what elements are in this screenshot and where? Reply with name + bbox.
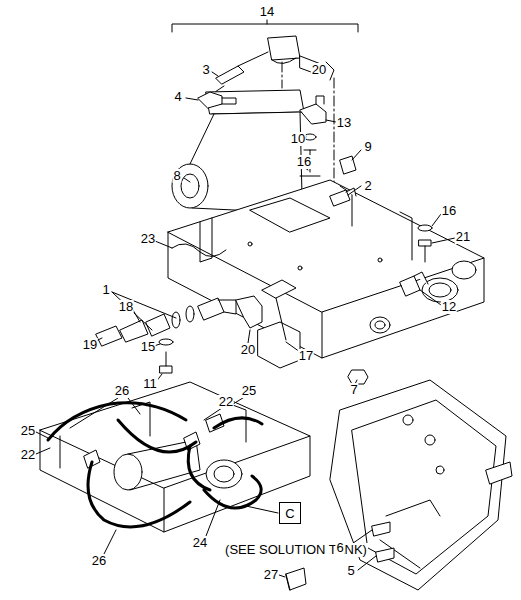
callout-number: 24 [192, 536, 208, 550]
reference-box: C [279, 502, 301, 524]
reference-note: (SEE SOLUTION TANK) [224, 543, 368, 557]
callout-number: 17 [298, 349, 314, 363]
callout-number: 26 [91, 554, 107, 568]
callout-number: 14 [259, 5, 275, 19]
callout-number: 18 [118, 300, 134, 314]
callout-number: 5 [346, 564, 355, 578]
callout-number: 7 [349, 383, 358, 397]
reference-letter: C [285, 506, 294, 521]
callout-number: 9 [363, 140, 372, 154]
callout-number: 26 [114, 384, 130, 398]
callout-number: 13 [336, 116, 352, 130]
callout-number: 6 [335, 541, 344, 555]
callout-number: 3 [201, 63, 210, 77]
callout-number: 15 [140, 340, 156, 354]
callout-number: 25 [20, 424, 36, 438]
callout-number: 23 [140, 232, 156, 246]
callout-number: 22 [218, 395, 234, 409]
callout-number: 2 [363, 179, 372, 193]
callout-number: 20 [240, 343, 256, 357]
callout-number: 1 [101, 283, 110, 297]
callout-number: 4 [173, 90, 182, 104]
callout-number: 21 [455, 230, 471, 244]
callout-number: 16 [441, 204, 457, 218]
callout-number: 19 [82, 338, 98, 352]
callout-number: 22 [20, 448, 36, 462]
callout-number: 20 [311, 63, 327, 77]
callout-number: 10 [290, 132, 306, 146]
callout-number: 25 [241, 384, 257, 398]
callout-number: 12 [441, 300, 457, 314]
callout-number: 27 [263, 568, 279, 582]
callout-number: 11 [142, 377, 158, 391]
callout-number: 16 [296, 155, 312, 169]
callout-number: 8 [172, 169, 181, 183]
